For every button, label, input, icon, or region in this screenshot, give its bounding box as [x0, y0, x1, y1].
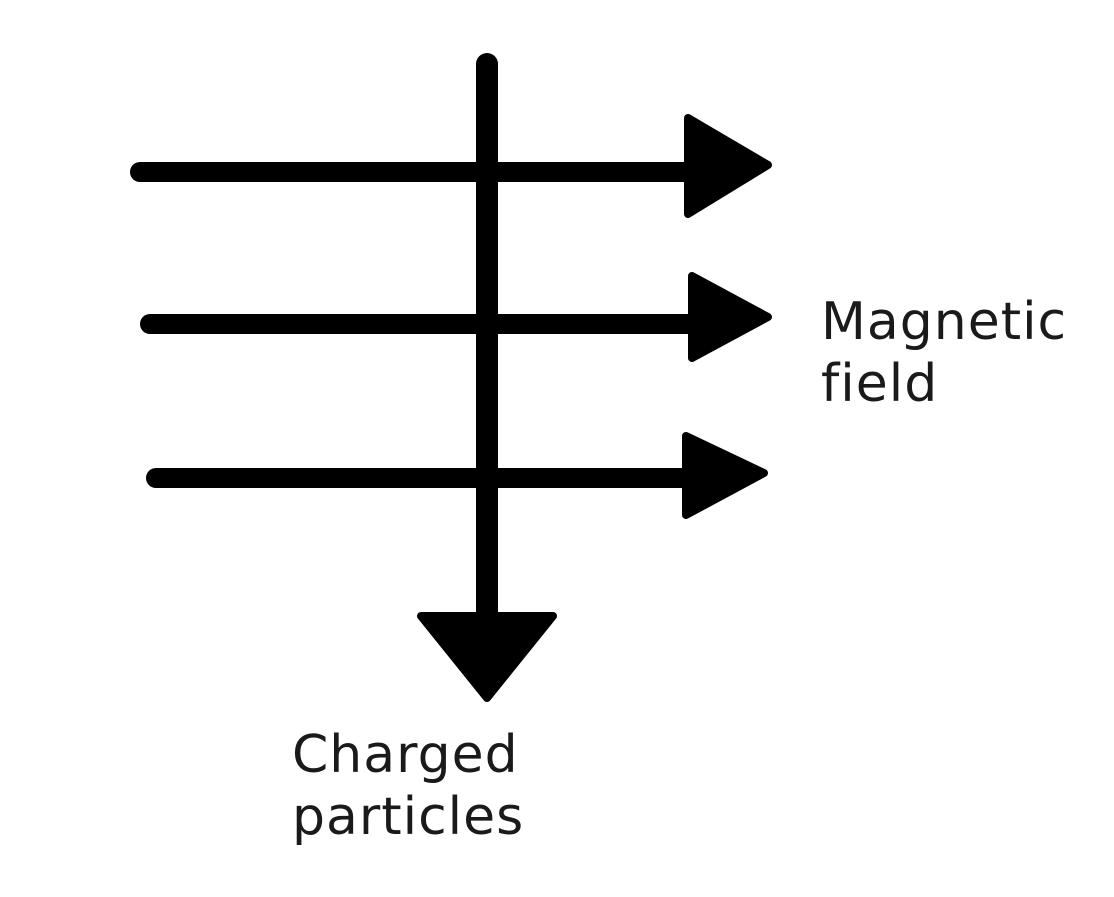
- charged-particles-label: Charged particles: [292, 724, 524, 848]
- magnetic-field-label-line2: field: [821, 354, 939, 414]
- charged-particles-label-line1: Charged: [292, 725, 519, 785]
- charged-particles-arrow: [417, 53, 557, 702]
- charged-particles-label-line2: particles: [292, 787, 525, 847]
- magnetic-field-label-line1: Magnetic: [821, 292, 1068, 352]
- magnetic-field-arrow-3: [146, 432, 768, 519]
- magnetic-field-label: Magnetic field: [821, 291, 1067, 415]
- magnetic-field-arrow-1: [130, 114, 772, 218]
- magnetic-field-arrow-2: [140, 272, 772, 362]
